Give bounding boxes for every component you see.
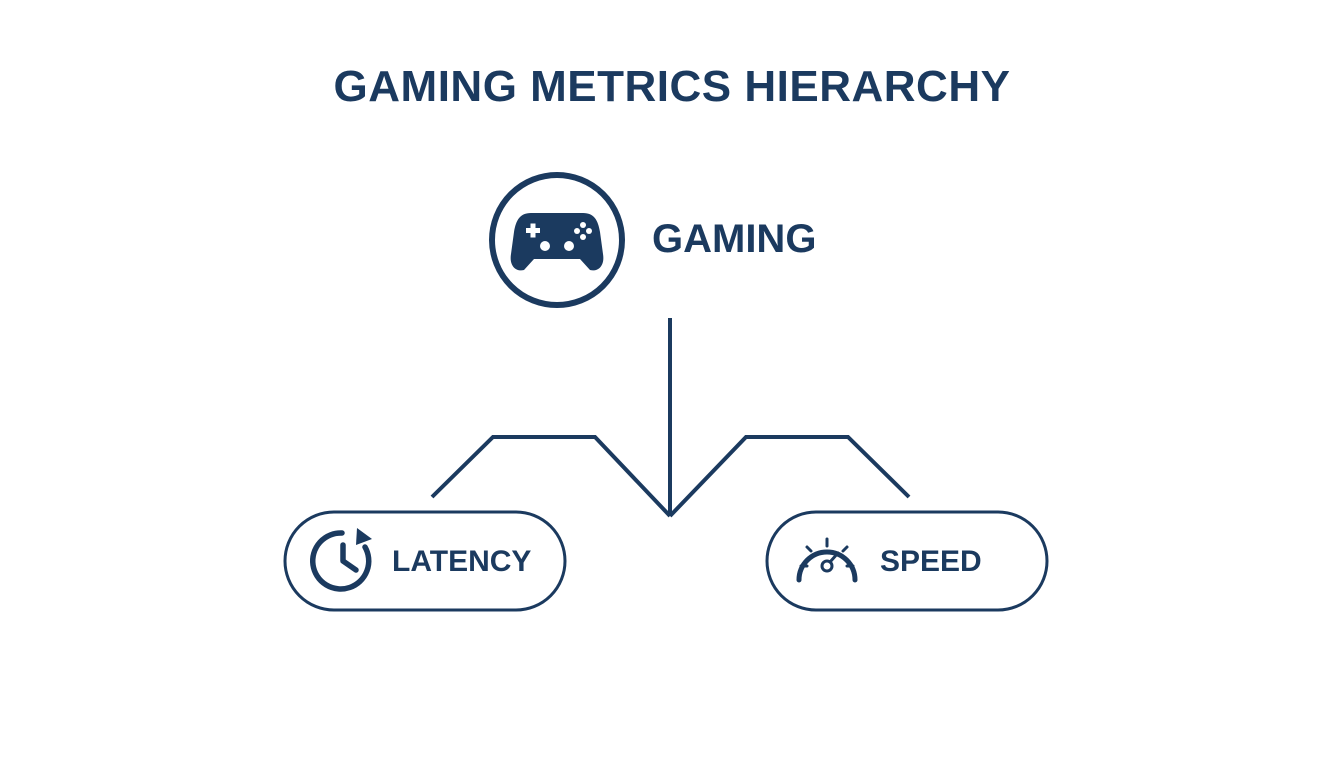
latency-node: LATENCY: [283, 510, 567, 612]
speed-node: SPEED: [765, 510, 1049, 612]
connector-right-branch: [668, 435, 911, 518]
speed-node-pill: [765, 510, 1049, 612]
root-node: GAMING: [489, 172, 816, 308]
speedometer-icon: [796, 537, 858, 583]
speed-node-label: SPEED: [880, 545, 982, 578]
latency-node-label: LATENCY: [392, 545, 531, 578]
diagram-title: GAMING METRICS HIERARCHY: [333, 62, 1011, 111]
clock-refresh-icon: [310, 528, 372, 592]
connectors: [430, 318, 911, 518]
root-node-label: GAMING: [652, 217, 816, 261]
connector-left-branch: [430, 435, 672, 518]
gamepad-icon: [510, 213, 604, 271]
